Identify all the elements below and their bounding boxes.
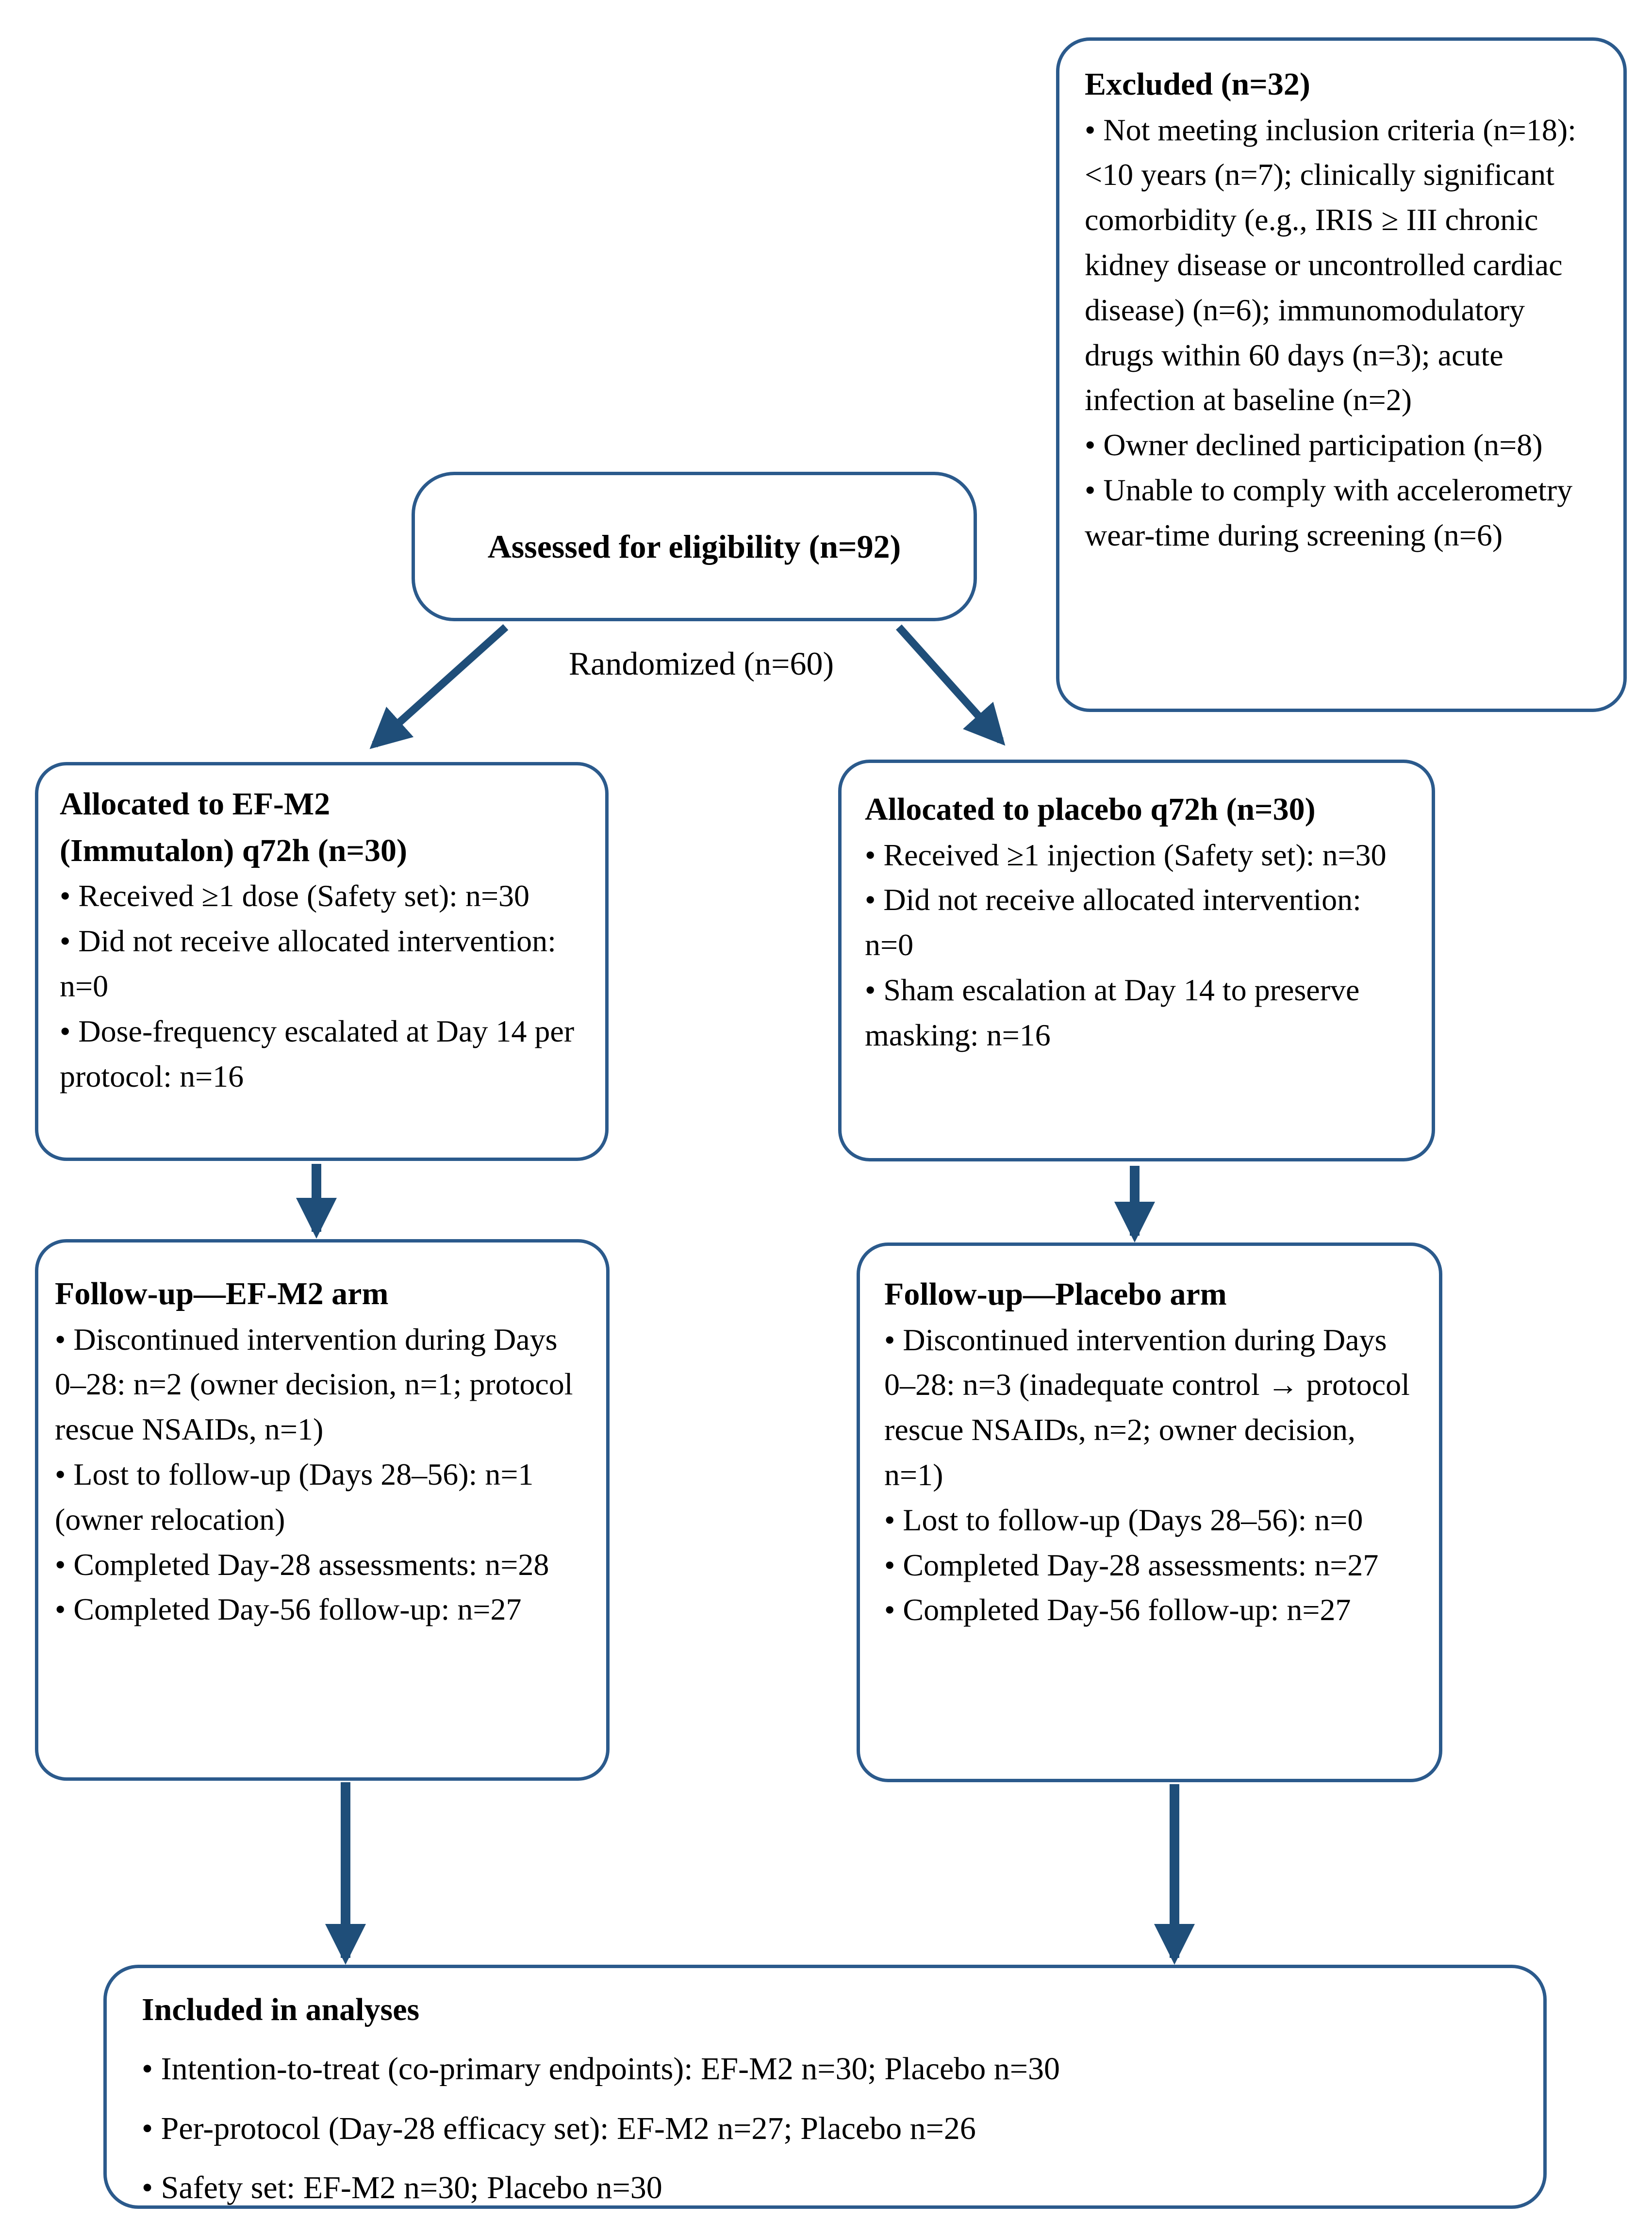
allocated-placebo-title: Allocated to placebo q72h (n=30) — [865, 792, 1316, 827]
included-in-analyses-title: Included in analyses — [142, 1992, 420, 2027]
excluded-bullet-list: • Not meeting inclusion criteria (n=18):… — [1085, 108, 1598, 558]
arrow-assessed-to-placebo — [896, 624, 1006, 746]
list-line: • Completed Day-56 follow-up: n=27 — [55, 1592, 522, 1627]
list-line: • Completed Day-56 follow-up: n=27 — [884, 1592, 1351, 1627]
allocated-placebo-bullet-list: • Received ≥1 injection (Safety set): n=… — [865, 833, 1408, 1058]
followup-placebo-bullet-list: • Discontinued intervention during Days … — [884, 1318, 1418, 1633]
list-line: • Safety set: EF-M2 n=30; Placebo n=30 — [142, 2170, 662, 2206]
allocated-placebo-box: Allocated to placebo q72h (n=30) • Recei… — [838, 760, 1435, 1161]
followup-placebo-box: Follow-up—Placebo arm • Discontinued int… — [857, 1243, 1442, 1782]
list-line: • Intention-to-treat (co-primary endpoin… — [142, 2051, 1060, 2087]
list-line: • Discontinued intervention during Days … — [884, 1322, 1410, 1492]
excluded-box: Excluded (n=32) • Not meeting inclusion … — [1056, 37, 1627, 712]
list-line: • Discontinued intervention during Days … — [55, 1322, 573, 1447]
followup-efm2-bullet-list: • Discontinued intervention during Days … — [55, 1317, 587, 1633]
followup-placebo-title: Follow-up—Placebo arm — [884, 1276, 1227, 1312]
included-bullet-list: • Intention-to-treat (co-primary endpoin… — [142, 2047, 1508, 2210]
list-line: • Received ≥1 dose (Safety set): n=30 — [60, 878, 530, 913]
list-line: • Did not receive allocated intervention… — [865, 882, 1361, 962]
arrow-assessed-to-efm2 — [369, 624, 509, 749]
list-line: • Did not receive allocated intervention… — [60, 924, 556, 1003]
included-in-analyses-box: Included in analyses • Intention-to-trea… — [103, 1965, 1547, 2209]
randomized-label: Randomized (n=60) — [568, 645, 834, 682]
list-line: Allocated to EF-M2 — [60, 786, 330, 822]
list-line: • Not meeting inclusion criteria (n=18):… — [1085, 112, 1576, 417]
list-line: • Lost to follow-up (Days 28–56): n=1 (o… — [55, 1457, 534, 1537]
list-line: • Owner declined participation (n=8) — [1085, 428, 1543, 463]
assessed-eligibility-box: Assessed for eligibility (n=92) — [412, 472, 977, 621]
followup-efm2-title: Follow-up—EF-M2 arm — [55, 1276, 389, 1311]
list-line: • Completed Day-28 assessments: n=27 — [884, 1547, 1379, 1582]
excluded-title: Excluded (n=32) — [1085, 66, 1310, 102]
list-line: • Dose-frequency escalated at Day 14 per… — [60, 1013, 575, 1093]
list-line: • Completed Day-28 assessments: n=28 — [55, 1547, 549, 1582]
assessed-eligibility-title: Assessed for eligibility (n=92) — [487, 528, 901, 565]
list-line: (Immutalon) q72h (n=30) — [60, 832, 408, 868]
allocated-efm2-title: Allocated to EF-M2 (Immutalon) q72h (n=30… — [60, 781, 584, 874]
list-line: • Received ≥1 injection (Safety set): n=… — [865, 837, 1387, 872]
allocated-efm2-box: Allocated to EF-M2 (Immutalon) q72h (n=30… — [35, 762, 609, 1161]
list-line: • Unable to comply with accelerometry we… — [1085, 473, 1573, 552]
allocated-efm2-bullet-list: • Received ≥1 dose (Safety set): n=30 • D… — [60, 874, 584, 1099]
list-line: • Sham escalation at Day 14 to preserve … — [865, 973, 1360, 1052]
list-line: • Lost to follow-up (Days 28–56): n=0 — [884, 1502, 1363, 1537]
list-line: • Per-protocol (Day-28 efficacy set): EF… — [142, 2110, 976, 2146]
followup-efm2-box: Follow-up—EF-M2 arm • Discontinued inter… — [35, 1239, 610, 1781]
